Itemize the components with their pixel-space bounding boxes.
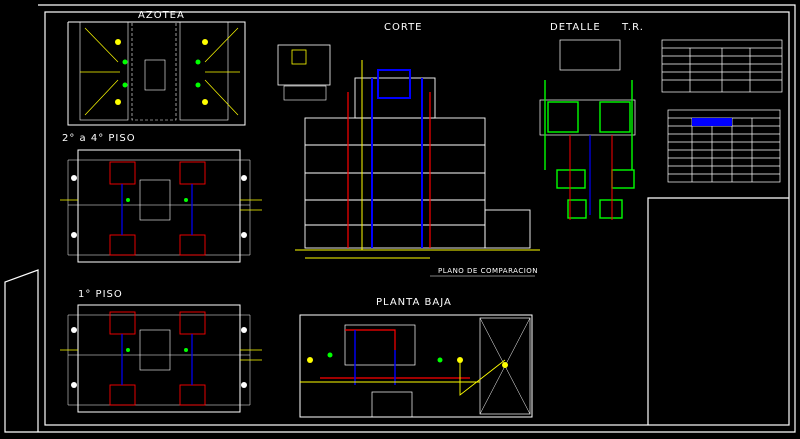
azotea-title: AZOTEA (138, 10, 185, 21)
piso-1-plan: 1° PISO (60, 289, 262, 413)
corte-section: CORTE PLANO DE COMPARACION (277, 22, 540, 277)
table-header-highlight (692, 118, 732, 126)
sheet-frame (4, 4, 796, 433)
piso-1-title: 1° PISO (78, 289, 123, 300)
tr-title: T.R. (621, 22, 644, 33)
planta-baja-plan: PLANTA BAJA (299, 297, 533, 418)
piso-2-4-plan: 2° a 4° PISO (60, 133, 262, 263)
detalle-tr: DETALLE T.R. (539, 22, 644, 220)
azotea-plan: AZOTEA (67, 10, 246, 126)
detalle-title: DETALLE (550, 22, 601, 33)
corte-title: CORTE (384, 22, 423, 33)
piso-2-4-title: 2° a 4° PISO (62, 133, 136, 144)
planta-baja-title: PLANTA BAJA (376, 297, 452, 308)
schedule-table-top (661, 39, 783, 93)
plano-comparacion-label: PLANO DE COMPARACION (438, 267, 538, 275)
